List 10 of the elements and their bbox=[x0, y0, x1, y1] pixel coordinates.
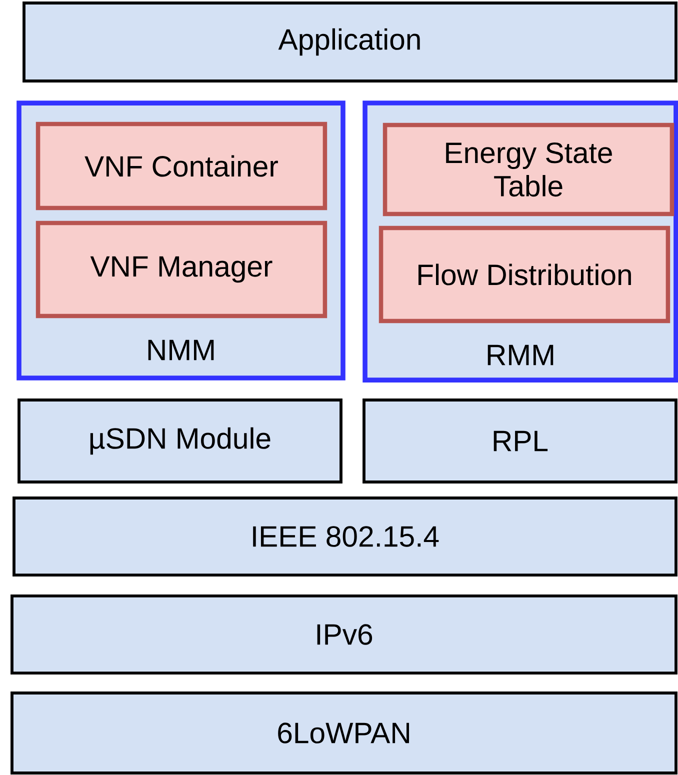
module-box: Energy State Table bbox=[382, 122, 674, 216]
module-box: VNF Manager bbox=[36, 220, 328, 318]
module-box: VNF Container bbox=[36, 122, 328, 210]
layer-box: IPv6 bbox=[10, 594, 678, 674]
module-box: Flow Distribution bbox=[378, 226, 670, 324]
layer-box: µSDN Module bbox=[18, 398, 342, 484]
layer-box: IEEE 802.15.4 bbox=[12, 496, 678, 576]
layer-box: RPL bbox=[362, 398, 678, 484]
layer-box: 6LoWPAN bbox=[10, 692, 678, 774]
layer-box: Application bbox=[22, 2, 678, 82]
